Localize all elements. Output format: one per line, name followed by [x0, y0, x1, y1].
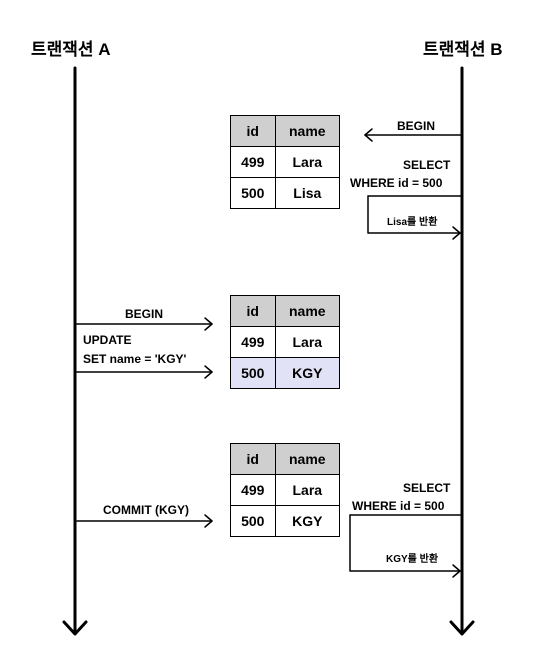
cell-name: Lara: [274, 474, 341, 506]
b-begin-label: BEGIN: [397, 119, 436, 133]
cell-name: Lara: [274, 326, 341, 358]
a-update-label: UPDATE: [83, 333, 132, 347]
a-commit-label: COMMIT (KGY): [103, 503, 189, 517]
a-update-set-label: SET name = 'KGY': [83, 352, 187, 366]
cell-id: 499: [230, 326, 276, 358]
cell-name: Lara: [274, 146, 341, 178]
cell-id: 500: [230, 177, 276, 209]
header-name: name: [274, 295, 341, 327]
b-select1-where-label: WHERE id = 500: [350, 176, 443, 190]
transaction-a-title: 트랜잭션 A: [31, 40, 111, 59]
table-state-2: id name 499 Lara 500 KGY: [230, 295, 341, 389]
cell-name: Lisa: [274, 177, 341, 209]
cell-name: KGY: [274, 505, 341, 537]
b-select2-label: SELECT: [403, 481, 451, 495]
header-id: id: [230, 443, 276, 475]
b-return2-arrow: [349, 514, 461, 572]
cell-id: 500: [230, 505, 276, 537]
table-state-1: id name 499 Lara 500 Lisa: [230, 115, 341, 209]
cell-id-highlighted: 500: [230, 357, 276, 389]
cell-name-highlighted: KGY: [274, 357, 341, 389]
b-return2-label: KGY를 반환: [386, 554, 439, 565]
b-return1-arrow: [367, 195, 461, 234]
transaction-b-title: 트랜잭션 B: [423, 40, 503, 59]
header-id: id: [230, 115, 276, 147]
table-state-3: id name 499 Lara 500 KGY: [230, 443, 341, 537]
b-return1-label: Lisa를 반환: [387, 217, 438, 228]
b-select2-where-label: WHERE id = 500: [352, 499, 445, 513]
cell-id: 499: [230, 146, 276, 178]
cell-id: 499: [230, 474, 276, 506]
b-select1-label: SELECT: [403, 158, 451, 172]
timeline-b-arrowhead: [449, 620, 475, 636]
timeline-a-arrowhead: [62, 620, 88, 636]
header-id: id: [230, 295, 276, 327]
header-name: name: [274, 443, 341, 475]
header-name: name: [274, 115, 341, 147]
a-begin-label: BEGIN: [125, 307, 164, 321]
